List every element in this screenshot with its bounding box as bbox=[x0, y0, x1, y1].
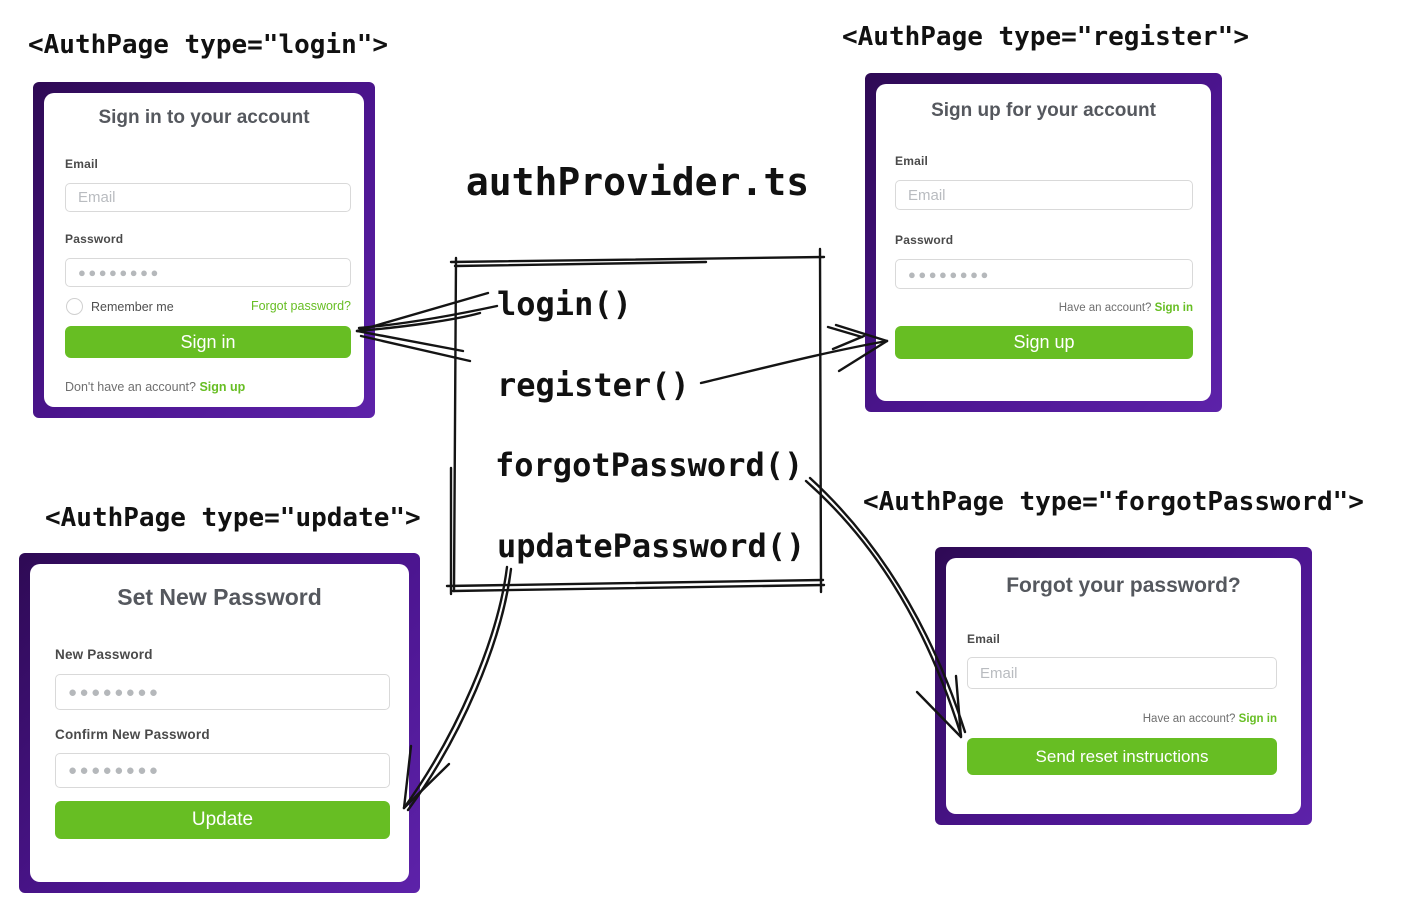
update-card-panel: Set New Password New Password ●●●●●●●● C… bbox=[30, 564, 409, 882]
auth-tag-register: <AuthPage type="register"> bbox=[842, 22, 1249, 52]
fn-login: login() bbox=[497, 285, 632, 323]
sign-up-link[interactable]: Sign up bbox=[199, 380, 246, 394]
auth-tag-update: <AuthPage type="update"> bbox=[45, 503, 421, 533]
register-card-title: Sign up for your account bbox=[931, 100, 1156, 121]
auth-tag-login: <AuthPage type="login"> bbox=[28, 30, 389, 60]
sign-in-link[interactable]: Sign in bbox=[1154, 302, 1193, 314]
arrow-update-password bbox=[402, 565, 513, 812]
send-reset-button[interactable]: Send reset instructions bbox=[967, 738, 1277, 775]
email-label: Email bbox=[895, 154, 929, 168]
email-label: Email bbox=[65, 157, 99, 171]
email-input[interactable] bbox=[895, 180, 1193, 210]
confirm-password-input[interactable]: ●●●●●●●● bbox=[55, 753, 390, 788]
arrow-register bbox=[699, 323, 889, 385]
password-input[interactable]: ●●●●●●●● bbox=[895, 259, 1193, 289]
login-footer: Don't have an account? Sign up bbox=[65, 380, 245, 394]
forgot-password-card: Forgot your password? Email Have an acco… bbox=[935, 547, 1312, 825]
forgot-card-panel: Forgot your password? Email Have an acco… bbox=[946, 558, 1301, 814]
have-account-text: Have an account? bbox=[1142, 713, 1239, 725]
password-input[interactable]: ●●●●●●●● bbox=[65, 258, 351, 287]
new-password-label: New Password bbox=[55, 647, 153, 662]
forgot-card-title: Forgot your password? bbox=[1006, 574, 1241, 597]
update-password-card: Set New Password New Password ●●●●●●●● C… bbox=[19, 553, 420, 893]
fn-register: register() bbox=[497, 366, 690, 404]
update-card-title: Set New Password bbox=[117, 584, 322, 610]
fn-forgot-password: forgotPassword() bbox=[495, 446, 804, 484]
confirm-password-label: Confirm New Password bbox=[55, 727, 210, 742]
no-account-text: Don't have an account? bbox=[65, 380, 200, 394]
provider-file-title: authProvider.ts bbox=[465, 160, 810, 204]
forgot-password-link[interactable]: Forgot password? bbox=[250, 299, 351, 313]
sign-in-button[interactable]: Sign in bbox=[65, 326, 351, 358]
email-input[interactable] bbox=[967, 657, 1277, 689]
remember-checkbox[interactable] bbox=[66, 298, 83, 315]
sign-up-button[interactable]: Sign up bbox=[895, 326, 1193, 359]
register-card: Sign up for your account Email Password … bbox=[865, 73, 1222, 412]
have-account-text: Have an account? bbox=[1058, 302, 1155, 314]
login-card-title: Sign in to your account bbox=[98, 107, 310, 128]
login-card: Sign in to your account Email Password ●… bbox=[33, 82, 375, 418]
remember-label: Remember me bbox=[91, 300, 174, 314]
login-card-panel: Sign in to your account Email Password ●… bbox=[44, 93, 364, 407]
email-input[interactable] bbox=[65, 183, 351, 212]
password-label: Password bbox=[895, 233, 954, 247]
update-button[interactable]: Update bbox=[55, 801, 390, 839]
arrow-login bbox=[355, 291, 499, 363]
auth-tag-forgot-password: <AuthPage type="forgotPassword"> bbox=[863, 487, 1364, 517]
password-label: Password bbox=[65, 232, 124, 246]
have-account-row: Have an account? Sign in bbox=[1143, 713, 1277, 725]
have-account-row: Have an account? Sign in bbox=[1059, 302, 1193, 314]
new-password-input[interactable]: ●●●●●●●● bbox=[55, 674, 390, 710]
register-card-panel: Sign up for your account Email Password … bbox=[876, 84, 1211, 401]
fn-update-password: updatePassword() bbox=[497, 527, 806, 565]
email-label: Email bbox=[967, 632, 1001, 646]
sign-in-link[interactable]: Sign in bbox=[1238, 713, 1277, 725]
